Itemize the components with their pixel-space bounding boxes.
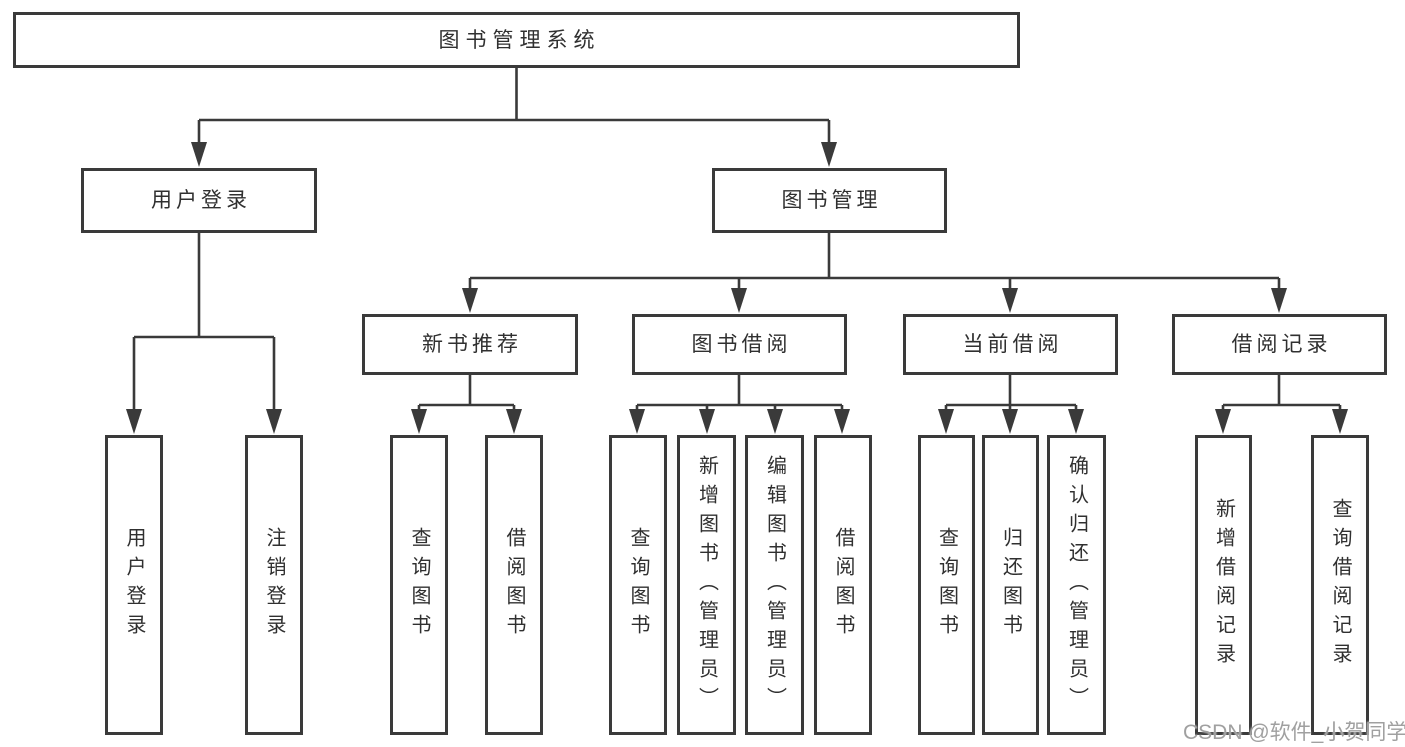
edge-new-book-recommend-to-leaves	[417, 375, 516, 411]
leaf-add-books-admin: 新增图书（管理员）	[677, 435, 736, 735]
arrowhead	[411, 409, 427, 434]
edge-user-login-to-leaves	[132, 233, 276, 411]
node-borrow-records: 借阅记录	[1172, 314, 1387, 375]
watermark: CSDN @软件_小贺同学	[1183, 721, 1405, 744]
node-current-borrow: 当前借阅	[903, 314, 1118, 375]
leaf-query-books-recommend: 查询图书	[390, 435, 448, 735]
arrowhead	[1002, 409, 1018, 434]
leaf-query-books-borrow: 查询图书	[609, 435, 667, 735]
leaf-edit-books-admin: 编辑图书（管理员）	[745, 435, 804, 735]
arrowhead	[126, 409, 142, 434]
arrowhead	[1215, 409, 1231, 434]
arrowhead	[506, 409, 522, 434]
arrowhead	[767, 409, 783, 434]
arrowhead	[699, 409, 715, 434]
leaf-query-borrow-record: 查询借阅记录	[1311, 435, 1369, 735]
leaf-user-login: 用户登录	[105, 435, 163, 735]
edge-borrow-records-to-leaves	[1221, 375, 1342, 411]
arrowhead	[1332, 409, 1348, 434]
leaf-borrow-books: 借阅图书	[814, 435, 872, 735]
arrowhead	[731, 288, 747, 313]
arrowhead	[191, 142, 207, 167]
arrowheads	[126, 142, 1348, 434]
arrowhead	[629, 409, 645, 434]
node-library-management-system: 图书管理系统	[13, 12, 1020, 68]
edge-book-borrow-to-leaves	[635, 375, 844, 411]
arrowhead	[821, 142, 837, 167]
arrowhead	[938, 409, 954, 434]
node-user-login: 用户登录	[81, 168, 317, 233]
arrowhead	[834, 409, 850, 434]
leaf-return-books: 归还图书	[982, 435, 1039, 735]
arrowhead	[1271, 288, 1287, 313]
arrowhead	[1002, 288, 1018, 313]
node-new-book-recommend: 新书推荐	[362, 314, 578, 375]
node-book-management: 图书管理	[712, 168, 947, 233]
leaf-add-borrow-record: 新增借阅记录	[1195, 435, 1252, 735]
leaf-borrow-books-recommend: 借阅图书	[485, 435, 543, 735]
node-book-borrow: 图书借阅	[632, 314, 847, 375]
arrowhead	[266, 409, 282, 434]
edge-book-management-to-level3	[468, 233, 1281, 290]
arrowhead	[462, 288, 478, 313]
leaf-query-books-current: 查询图书	[918, 435, 975, 735]
leaf-confirm-return-admin: 确认归还（管理员）	[1047, 435, 1106, 735]
edge-root-to-level2	[197, 68, 831, 144]
arrowhead	[1068, 409, 1084, 434]
edge-current-borrow-to-leaves	[944, 375, 1078, 411]
leaf-logout: 注销登录	[245, 435, 303, 735]
